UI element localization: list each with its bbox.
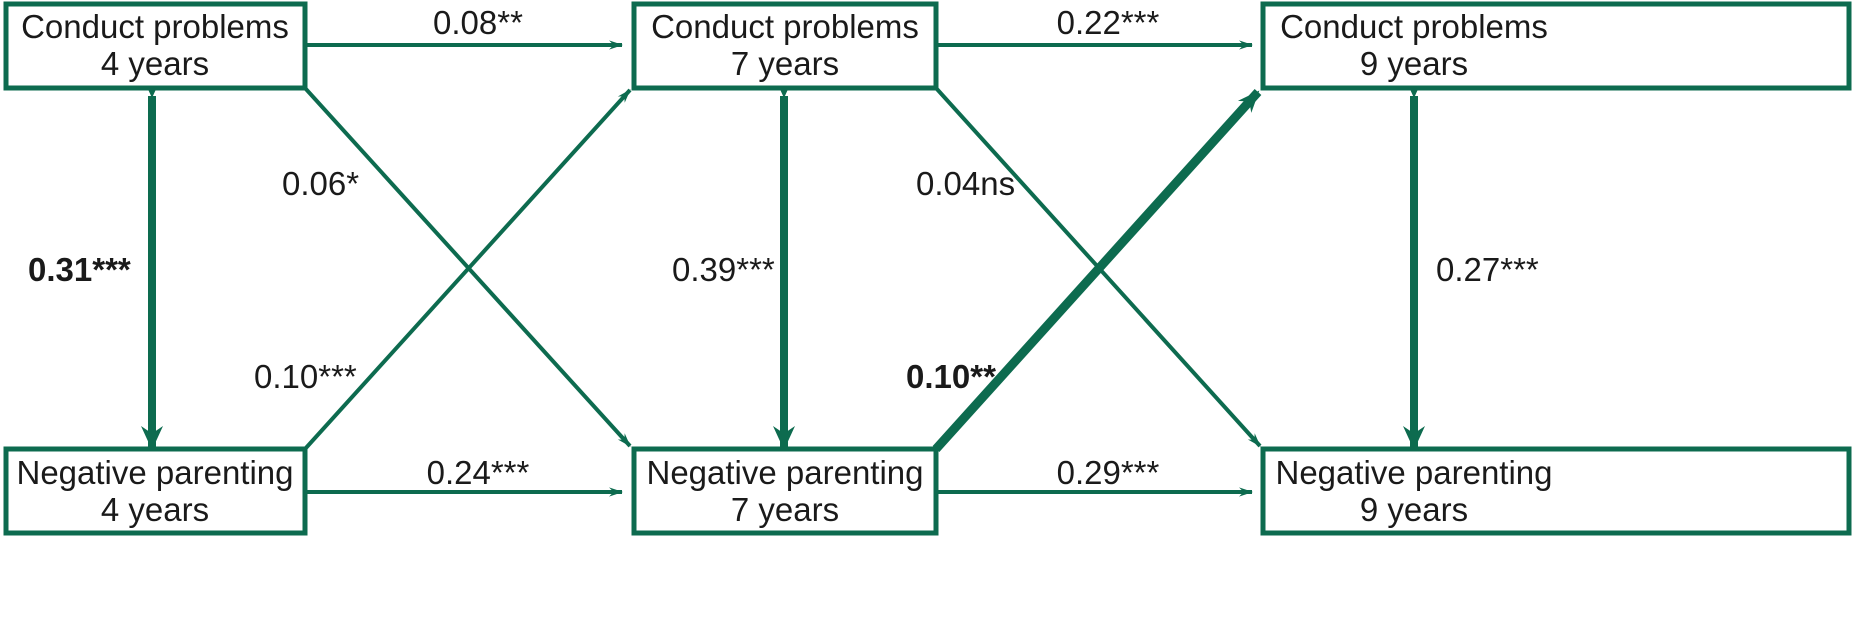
node-label-line1: Negative parenting bbox=[1275, 454, 1552, 491]
node-label-line2: 7 years bbox=[731, 491, 839, 528]
coefficient-label-cp7-np7: 0.39*** bbox=[672, 251, 775, 288]
coefficient-label-cp4-np4: 0.31*** bbox=[28, 251, 131, 288]
node-label-line1: Negative parenting bbox=[16, 454, 293, 491]
node-label-line2: 4 years bbox=[101, 491, 209, 528]
node-box-negative-parenting-7-years[interactable]: Negative parenting 7 years bbox=[631, 446, 939, 536]
node-box-conduct-problems-9-years[interactable]: Conduct problems 9 years bbox=[1260, 1, 1852, 91]
node-box-conduct-problems-4-years[interactable]: Conduct problems 4 years bbox=[3, 1, 308, 91]
node-label-line1: Conduct problems bbox=[1280, 8, 1548, 45]
node-label-line2: 7 years bbox=[731, 45, 839, 82]
coefficient-label-np7-cp9: 0.10** bbox=[906, 358, 996, 395]
node-label-line2: 9 years bbox=[1360, 491, 1468, 528]
coefficient-value: 0.04 bbox=[916, 165, 980, 202]
node-label-line1: Conduct problems bbox=[21, 8, 289, 45]
coefficient-label-cp7-np9: 0.04ns bbox=[916, 165, 1015, 202]
path-arrow-np4-cp7 bbox=[303, 88, 632, 451]
node-label-line2: 9 years bbox=[1360, 45, 1468, 82]
coefficient-label-cp4-np7: 0.06* bbox=[282, 165, 359, 202]
coefficient-label-np7-np9: 0.29*** bbox=[1057, 454, 1160, 491]
path-arrow-np7-cp9 bbox=[932, 88, 1262, 453]
node-label-line2: 4 years bbox=[101, 45, 209, 82]
coefficient-label-cp4-cp7: 0.08** bbox=[433, 4, 523, 41]
node-box-negative-parenting-9-years[interactable]: Negative parenting 9 years bbox=[1260, 446, 1852, 536]
coefficient-label-cp9-np9: 0.27*** bbox=[1436, 251, 1539, 288]
coefficient-label-np4-np7: 0.24*** bbox=[427, 454, 530, 491]
coefficient-label-np4-cp7: 0.10*** bbox=[254, 358, 357, 395]
node-box-negative-parenting-4-years[interactable]: Negative parenting 4 years bbox=[3, 446, 308, 536]
coefficient-label-cp7-cp9: 0.22*** bbox=[1057, 4, 1160, 41]
node-box-conduct-problems-7-years[interactable]: Conduct problems 7 years bbox=[631, 1, 939, 91]
node-label-line1: Negative parenting bbox=[646, 454, 923, 491]
significance-marker-ns: ns bbox=[980, 165, 1015, 202]
node-label-line1: Conduct problems bbox=[651, 8, 919, 45]
